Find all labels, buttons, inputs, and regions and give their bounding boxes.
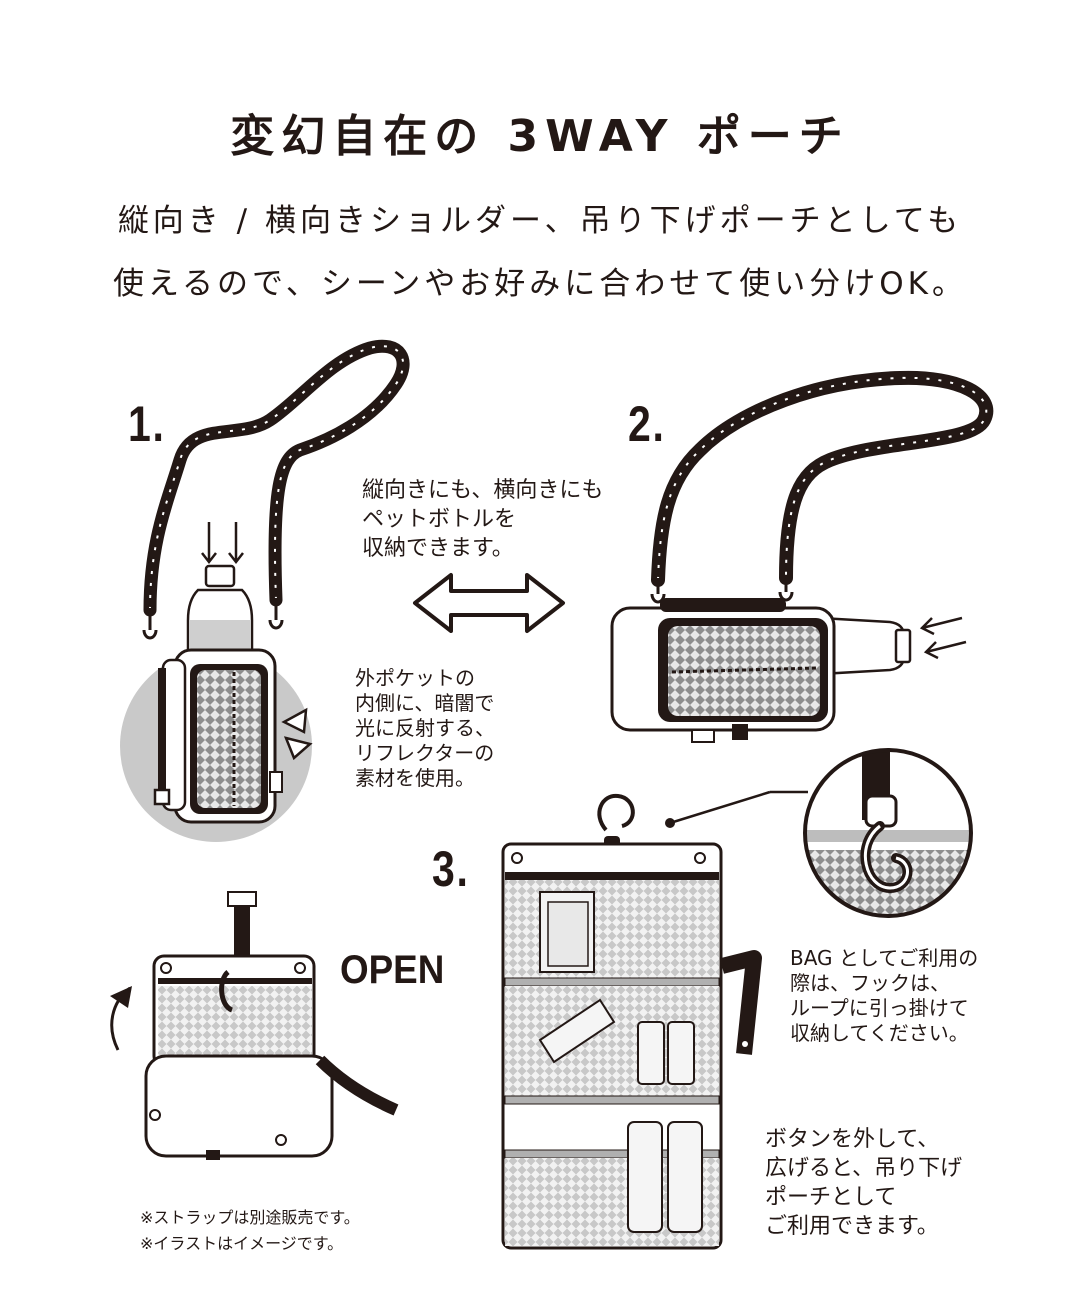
hook-note: BAG としてご利用の 際は、フックは、 ループに引っ掛けて 収納してください。	[790, 946, 979, 1045]
bottle-note: 縦向きにも、横向きにも ペットボトルを 収納できます。	[362, 478, 604, 561]
step1-strap-pattern	[149, 345, 405, 611]
step3-illustration	[501, 793, 762, 1250]
button-note: ボタンを外して、 広げると、吊り下げ ポーチとして ご利用できます。	[765, 1127, 963, 1239]
page-title: 変幻自在の 3WAY ポーチ	[230, 111, 850, 162]
lead-line-2: 使えるので、シーンやお好みに合わせて使い分けOK。	[112, 266, 967, 302]
step2-strap	[651, 370, 994, 587]
step-1-number: 1.	[128, 396, 166, 452]
step1-illustration	[120, 339, 410, 842]
step1-strap	[143, 339, 410, 617]
step2-illustration	[610, 370, 994, 743]
step-3-number: 3.	[432, 841, 470, 897]
open-label: OPEN	[340, 948, 445, 992]
reflector-note: 外ポケットの 内側に、暗闇で 光に反射する、 リフレクターの 素材を使用。	[355, 666, 495, 790]
double-arrow-icon	[413, 573, 565, 633]
step-2-number: 2.	[628, 396, 666, 452]
open-illustration	[110, 891, 399, 1160]
lead-line-1: 縦向き / 横向きショルダー、吊り下げポーチとしても	[117, 203, 963, 239]
disclaimer: ※ストラップは別途販売です。 ※イラストはイメージです。	[140, 1208, 360, 1253]
